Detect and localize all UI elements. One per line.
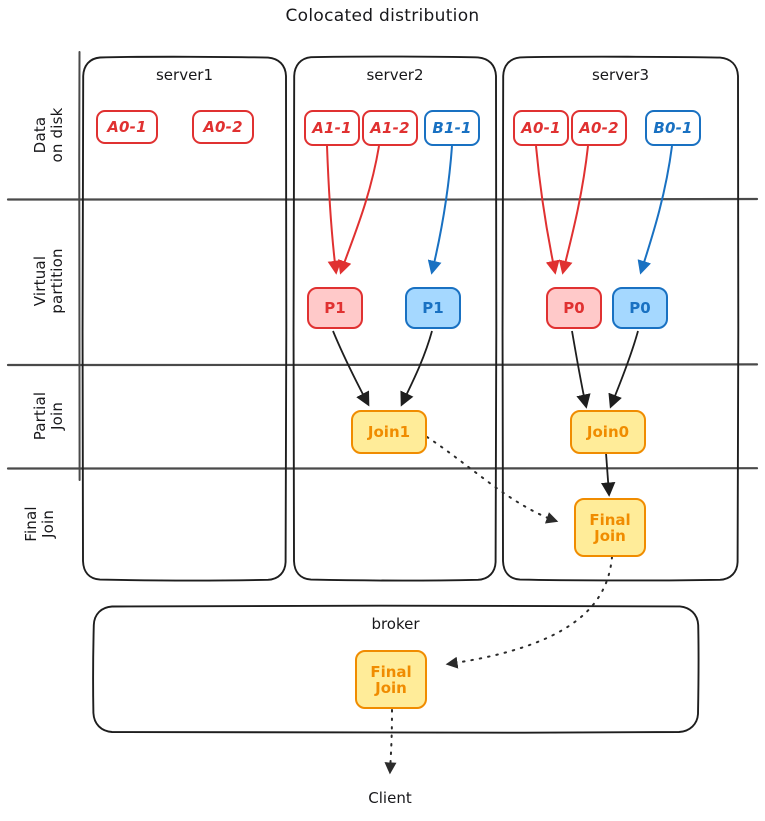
server3-caption: server3 [591,66,650,84]
edge-P1-blue-to-Join1 [400,330,433,407]
row-label-final-join: Final Join [22,472,57,576]
row-label-data-on-disk: Data on disk [31,80,66,190]
server1-caption: server1 [155,66,214,84]
edge-P0-red-to-Join0 [571,330,591,409]
server1-frame [81,55,288,582]
edge-A1-2-to-P1-red [338,145,380,275]
disk-box-server2-b1-1[interactable]: B1-1 [424,110,480,146]
partition-box-server2-p1-red[interactable]: P1 [307,287,363,329]
final-join-line1: Final [589,510,631,529]
edge-brokerFinalJoin-to-client-dotted [384,709,397,775]
row-label-virtual-partition: Virtual partition [31,223,66,339]
edge-P0-blue-to-Join0 [608,330,639,409]
page-title: Colocated distribution [285,6,480,26]
disk-box-server2-a1-2[interactable]: A1-2 [362,110,418,146]
row-label-line1: Final Join [22,506,57,542]
broker-final-join-line2: Join [375,678,407,697]
disk-box-server3-b0-1[interactable]: B0-1 [645,110,701,146]
row-label-line1: Virtual partition [31,248,66,314]
broker-caption: broker [371,615,420,633]
disk-box-server2-a1-1[interactable]: A1-1 [304,110,360,146]
edge-P1-red-to-Join1 [332,330,370,407]
disk-box-server1-a0-2[interactable]: A0-2 [192,110,254,144]
edge-B1-1-to-P1-blue [427,145,453,275]
server2-caption: server2 [366,66,424,84]
disk-box-server3-a0-1[interactable]: A0-1 [513,110,569,146]
broker-frame [92,604,700,734]
edge-Join1-to-FinalJoin-dotted [426,436,559,524]
final-join-box-server3[interactable]: Final Join [574,498,646,557]
label-column-rule [78,51,81,481]
partial-join-box-server3[interactable]: Join0 [570,410,646,454]
edge-A0-2-to-P0-red [558,145,589,275]
final-join-line2: Join [594,526,626,545]
final-join-box-broker[interactable]: Final Join [355,650,427,709]
edge-A0-1-to-P0-red [535,145,560,275]
edge-A1-1-to-P1-red [326,145,342,275]
partition-box-server2-p1-blue[interactable]: P1 [405,287,461,329]
edge-server3FinalJoin-to-brokerFinalJoin-dotted [445,556,613,669]
partition-box-server3-p0-blue[interactable]: P0 [612,287,668,329]
partition-box-server3-p0-red[interactable]: P0 [546,287,602,329]
server3-frame [501,55,740,582]
server2-frame [292,55,498,582]
row-label-line1: Partial Join [31,391,66,441]
edge-Join0-to-FinalJoin [600,452,616,497]
partial-join-box-server2[interactable]: Join1 [351,410,427,454]
client-label: Client [368,789,412,807]
row-label-line1: Data on disk [31,107,66,163]
disk-box-server3-a0-2[interactable]: A0-2 [571,110,627,146]
row-label-partial-join: Partial Join [31,362,66,470]
broker-final-join-line1: Final [370,662,412,681]
edge-B0-1-to-P0-blue [637,145,673,275]
disk-box-server1-a0-1[interactable]: A0-1 [96,110,158,144]
